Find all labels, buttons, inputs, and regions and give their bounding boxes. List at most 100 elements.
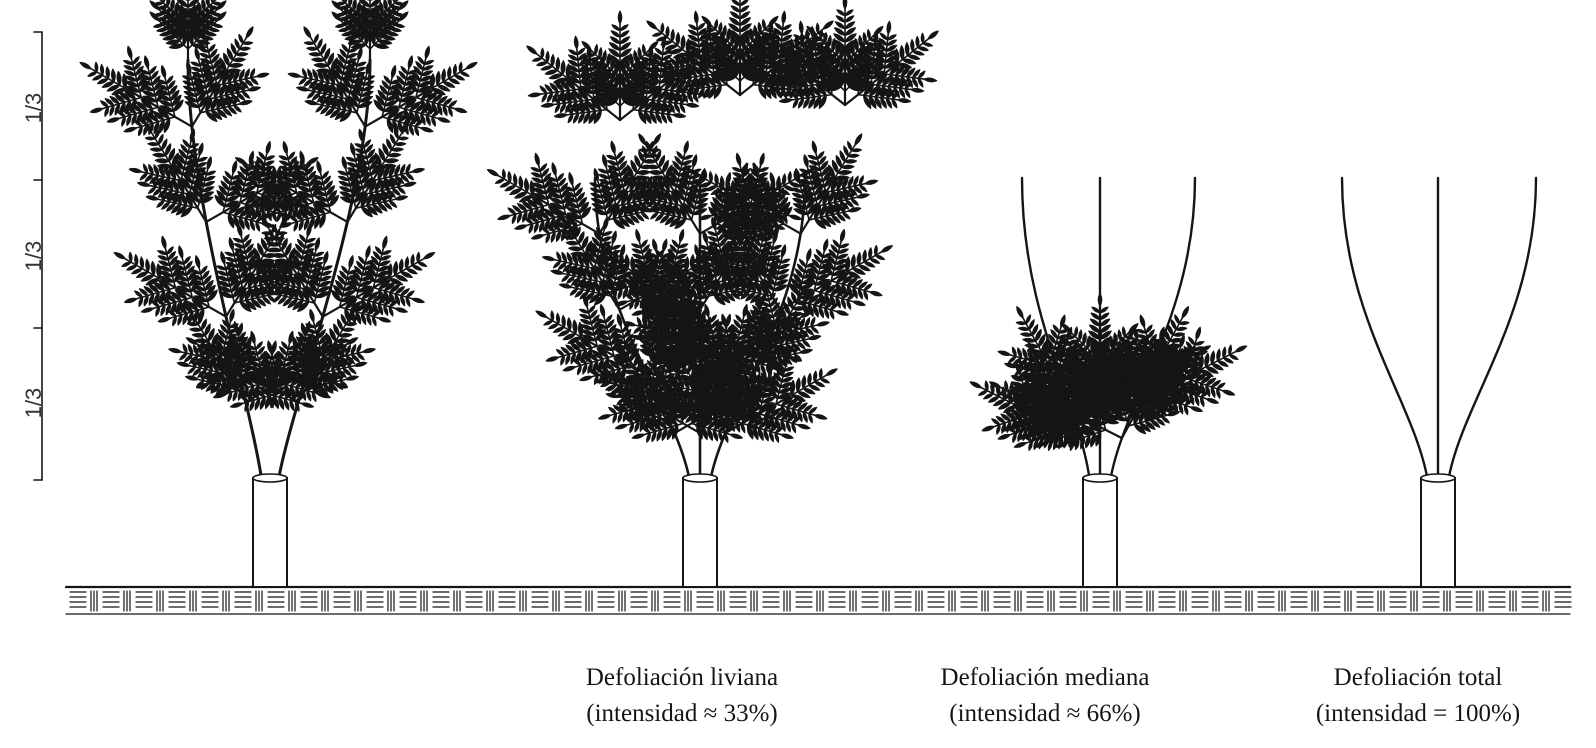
leaflet xyxy=(158,318,171,322)
leaflet xyxy=(644,160,656,163)
leaflet xyxy=(853,301,866,305)
leaflet xyxy=(207,157,211,170)
leaflet xyxy=(186,376,199,380)
leaflet xyxy=(169,349,182,353)
leaflet xyxy=(569,50,578,55)
leaflet xyxy=(857,194,870,198)
leaflet xyxy=(454,108,467,112)
leaflet xyxy=(808,336,821,340)
leaflet xyxy=(824,239,828,252)
leaflet xyxy=(195,256,199,269)
leaflet xyxy=(574,36,578,49)
leaflet xyxy=(235,39,239,49)
leaflet xyxy=(412,168,425,172)
leaflet xyxy=(343,69,356,74)
leaflet xyxy=(639,134,646,145)
leaflet xyxy=(391,148,403,151)
leaflet xyxy=(128,46,132,59)
leaflet xyxy=(694,11,698,24)
leaflet xyxy=(855,134,862,145)
leaflet xyxy=(689,25,698,30)
leaflet xyxy=(213,2,223,5)
leaflet xyxy=(782,30,792,35)
leaflet xyxy=(146,196,159,200)
leaflet xyxy=(702,182,712,187)
leaflet xyxy=(527,46,537,54)
leaflet xyxy=(874,246,877,256)
leaflet xyxy=(228,214,233,228)
leaflet xyxy=(264,237,275,240)
leaflet xyxy=(363,349,376,353)
leaflet xyxy=(88,72,97,76)
leaflet xyxy=(243,42,253,45)
leaflet xyxy=(679,230,683,243)
leaflet xyxy=(395,308,408,312)
leaflet xyxy=(615,424,628,428)
leaflet xyxy=(358,102,372,108)
leaflet xyxy=(177,281,190,286)
leaflet xyxy=(537,62,548,66)
leaflet xyxy=(545,70,557,74)
leaflet xyxy=(351,83,364,88)
leaflet xyxy=(125,298,137,302)
leaflet xyxy=(681,36,685,50)
leaflet xyxy=(437,118,450,122)
leaflet xyxy=(141,308,154,312)
leaflet xyxy=(653,239,657,252)
leaflet xyxy=(603,369,606,379)
leaflet xyxy=(781,245,785,258)
leaflet xyxy=(90,108,103,112)
leaflet xyxy=(870,259,880,264)
leaflet xyxy=(366,246,370,259)
leaflet xyxy=(817,322,830,326)
leaflet xyxy=(459,62,462,72)
leaflet xyxy=(848,141,852,150)
leaflet xyxy=(236,158,247,165)
leaflet xyxy=(179,246,183,259)
leaflet xyxy=(823,21,833,29)
leaflet xyxy=(693,209,707,215)
leaflet xyxy=(201,338,204,348)
leaflet xyxy=(653,33,663,36)
leaflet xyxy=(870,291,883,295)
leaflet xyxy=(556,58,560,71)
leaflet xyxy=(666,26,669,37)
leaflet xyxy=(612,231,616,244)
leaflet xyxy=(495,179,504,183)
leaflet xyxy=(190,328,202,331)
leaflet xyxy=(398,137,408,140)
leaflet xyxy=(667,114,672,123)
leaflet xyxy=(676,33,680,46)
leaflet xyxy=(466,62,477,68)
leaflet xyxy=(671,30,674,42)
leaflet xyxy=(345,0,348,3)
leaflet xyxy=(826,369,837,376)
leaflet xyxy=(349,256,353,269)
leaflet xyxy=(246,27,253,38)
leaflet xyxy=(417,252,420,262)
ground-line xyxy=(66,587,1571,614)
leaflet xyxy=(229,238,233,251)
leaflet xyxy=(232,161,236,174)
leaflet xyxy=(202,0,206,11)
leaflet xyxy=(359,129,363,142)
leaflet xyxy=(297,87,310,91)
leaflet xyxy=(177,362,190,366)
leaflet xyxy=(730,434,743,438)
leaflet xyxy=(385,159,399,163)
leaflet xyxy=(551,270,564,274)
leaflet xyxy=(568,114,573,123)
leaflet xyxy=(689,30,699,35)
leaflet xyxy=(673,114,686,118)
removed-top-foliage xyxy=(527,0,938,123)
leaflet xyxy=(283,142,287,155)
leaflet xyxy=(603,246,606,256)
leaflet xyxy=(845,160,857,163)
leaflet xyxy=(695,245,699,258)
leaflet xyxy=(310,309,314,322)
leaflet xyxy=(167,0,170,7)
leaflet xyxy=(425,46,429,59)
leaflet xyxy=(632,434,645,438)
leaflet xyxy=(93,75,103,80)
leaflet xyxy=(301,403,314,407)
